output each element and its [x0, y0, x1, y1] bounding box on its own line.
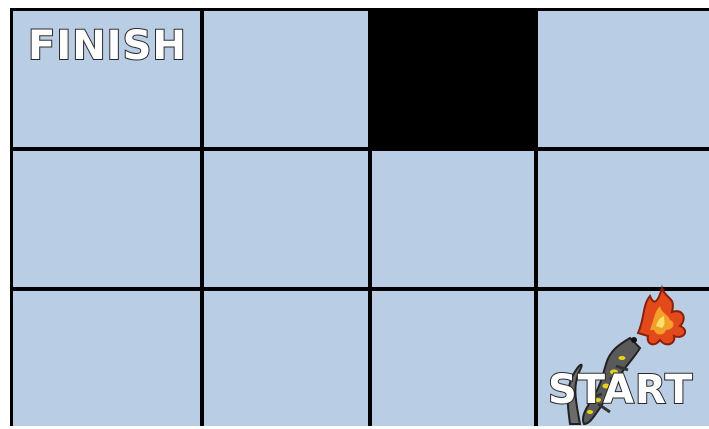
- grid-cell-r2-c0[interactable]: [13, 291, 200, 426]
- grid-cell-r1-c3[interactable]: [538, 151, 709, 287]
- finish-label: FINISH: [28, 26, 187, 66]
- grid-cell-r1-c2[interactable]: [372, 151, 534, 287]
- grid-cell-r0-c3[interactable]: [538, 11, 709, 147]
- flame-icon: [638, 288, 685, 344]
- grid-cell-r0-c1[interactable]: [204, 11, 368, 147]
- grid-cell-r1-c1[interactable]: [204, 151, 368, 287]
- grid-cell-r1-c0[interactable]: [13, 151, 200, 287]
- grid-cell-r2-c1[interactable]: [204, 291, 368, 426]
- grid-cell-r2-c2[interactable]: [372, 291, 534, 426]
- grid-cell-r0-c2-blocked: [372, 11, 534, 147]
- start-label: START: [548, 370, 693, 410]
